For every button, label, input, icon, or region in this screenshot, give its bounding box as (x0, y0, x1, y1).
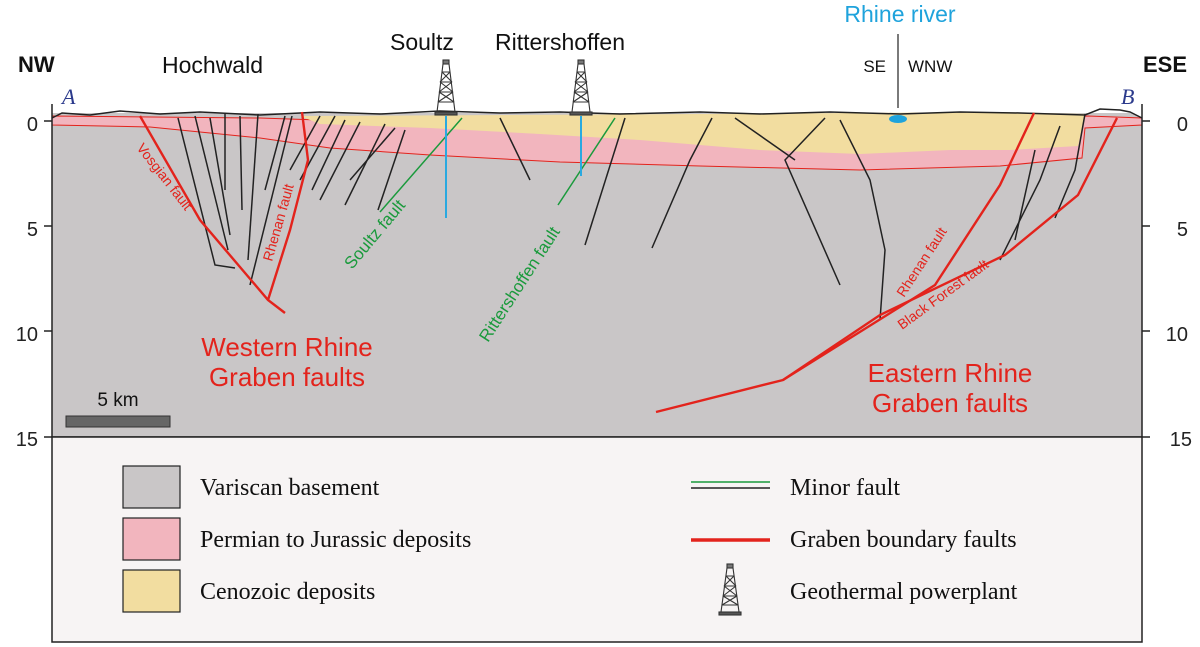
derrick-soultz-icon (434, 59, 458, 116)
minor-fault (249, 115, 293, 286)
depth-tick-label: 15 (1170, 429, 1192, 451)
minor-fault (784, 117, 841, 286)
minor-fault (209, 117, 231, 236)
rhenan-fault-east-line (782, 112, 1036, 382)
minor-fault (349, 127, 396, 181)
western-label-line1: Western Rhine (201, 332, 373, 362)
derrick-rittershoffen-icon (569, 59, 593, 116)
black-forest-fault-line (655, 117, 1119, 414)
minor-fault (177, 117, 236, 269)
section-point-b: B (1121, 84, 1134, 109)
cenozoic-layer (300, 112, 1085, 154)
minor-fault (344, 123, 386, 206)
place-rittershoffen: Rittershoffen (495, 29, 625, 55)
minor-fault (247, 113, 259, 261)
section-end-nw: NW (18, 52, 55, 77)
green-faults (379, 117, 616, 213)
scale-bar-label: 5 km (97, 390, 138, 411)
minor-fault (239, 115, 243, 211)
eastern-label-line2: Graben faults (872, 388, 1028, 418)
minor-fault (377, 129, 406, 211)
western-label-line2: Graben faults (209, 362, 365, 392)
rhenan-fault-west-line (266, 111, 310, 301)
wells (445, 116, 582, 218)
legend-label-basement: Variscan basement (200, 475, 380, 501)
minor-fault (311, 119, 346, 191)
variscan-basement-area (52, 113, 1142, 437)
soultz-fault-line (379, 117, 463, 213)
legend-label-permian: Permian to Jurassic deposits (200, 527, 471, 553)
minor-fault (839, 119, 886, 321)
section-end-ese: ESE (1143, 52, 1187, 77)
minor-fault (1054, 113, 1086, 219)
rhine-river-water (889, 115, 907, 123)
place-rhine-river: Rhine river (844, 1, 956, 27)
minor-fault (651, 117, 713, 249)
vosgian-fault-line (138, 115, 286, 314)
depth-tick-label: 0 (1177, 114, 1188, 136)
direction-wnw: WNW (908, 57, 952, 76)
minor-faults (177, 113, 1086, 321)
left-ticks (44, 120, 52, 438)
right-depth-labels: 0 5 10 15 (1166, 114, 1192, 451)
boundary-faults (138, 111, 1119, 414)
western-graben-faults-label: Western Rhine Graben faults (201, 332, 373, 392)
section-point-a: A (60, 84, 76, 109)
direction-se: SE (863, 57, 886, 76)
eastern-graben-faults-label: Eastern Rhine Graben faults (868, 358, 1033, 418)
legend-minor-fault-symbol (691, 481, 770, 489)
minor-fault (499, 117, 531, 181)
scale-bar: 5 km (65, 390, 171, 428)
depth-tick-label: 5 (27, 219, 38, 241)
scale-bar-rect (65, 415, 171, 428)
legend-swatch-cenozoic (122, 569, 181, 613)
legend-box (51, 436, 1143, 643)
legend-label-boundary-faults: Graben boundary faults (790, 527, 1017, 553)
eastern-label-line1: Eastern Rhine (868, 358, 1033, 388)
geology-layers (51, 108, 1143, 437)
minor-fault (194, 115, 229, 251)
rittershoffen-fault-line (557, 117, 616, 206)
depth-tick-label: 10 (1166, 324, 1188, 346)
depth-tick-label: 5 (1177, 219, 1188, 241)
depth-tick-label: 10 (16, 324, 38, 346)
place-soultz: Soultz (390, 29, 454, 55)
minor-fault (999, 125, 1061, 261)
left-depth-labels: 0 5 10 15 (16, 114, 38, 451)
minor-fault (734, 117, 796, 161)
place-hochwald: Hochwald (162, 52, 263, 78)
right-ticks (1142, 120, 1150, 438)
legend-swatch-basement (122, 465, 181, 509)
depth-tick-label: 0 (27, 114, 38, 136)
legend-label-minor-fault: Minor fault (790, 475, 900, 501)
legend-label-cenozoic: Cenozoic deposits (200, 579, 375, 605)
depth-tick-label: 15 (16, 429, 38, 451)
minor-fault (584, 117, 626, 246)
minor-fault (319, 121, 361, 201)
legend-swatch-permian (122, 517, 181, 561)
legend-derrick-icon (718, 563, 742, 616)
minor-fault (264, 115, 286, 191)
legend-label-powerplant: Geothermal powerplant (790, 579, 1018, 605)
legend: Variscan basement Permian to Jurassic de… (51, 436, 1143, 643)
